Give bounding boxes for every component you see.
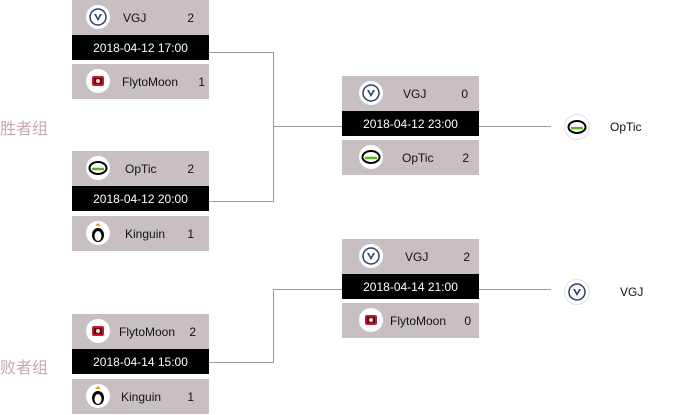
team-score: 0 (464, 313, 471, 328)
flytomoon-logo-icon (86, 319, 110, 343)
team-row: VGJ 2 (72, 0, 209, 35)
losers-group-label: 败者组 (0, 358, 49, 377)
team-name: Kinguin (121, 389, 162, 404)
team-name: VGJ (123, 10, 147, 25)
team-row: FlytoMoon 0 (342, 303, 479, 338)
connector (273, 52, 274, 202)
kinguin-logo-icon (86, 384, 110, 408)
match-card[interactable]: VGJ 2 2018-04-14 21:00 FlytoMoon 0 (342, 239, 479, 338)
team-row: OpTic 2 (72, 151, 209, 186)
match-card[interactable]: OpTic 2 2018-04-12 20:00 Kinguin 1 (72, 151, 209, 251)
team-row: Kinguin 1 (72, 379, 209, 414)
team-score: 2 (189, 324, 196, 339)
team-name: FlytoMoon (122, 74, 179, 89)
connector (273, 289, 342, 290)
team-name: OpTic (610, 120, 642, 134)
team-score: 1 (187, 389, 194, 404)
team-score: 0 (461, 86, 468, 101)
team-name: OpTic (125, 161, 157, 176)
team-score: 2 (187, 161, 194, 176)
team-row: FlytoMoon 1 (72, 64, 209, 99)
team-score: 2 (462, 150, 469, 165)
team-name: VGJ (405, 249, 429, 264)
team-name: FlytoMoon (390, 313, 447, 328)
kinguin-logo-icon (86, 221, 110, 245)
optic-logo-icon (359, 145, 383, 169)
lower-final-slot[interactable]: VGJ (564, 279, 643, 305)
match-datetime: 2018-04-12 23:00 (342, 111, 479, 136)
upper-final-slot[interactable]: OpTic (564, 114, 642, 140)
team-score: 2 (463, 249, 470, 264)
team-name: Kinguin (125, 226, 166, 241)
flytomoon-logo-icon (86, 69, 110, 93)
vgj-logo-icon (86, 5, 110, 29)
team-score: 2 (187, 10, 194, 25)
vgj-logo-icon (564, 279, 590, 305)
match-datetime: 2018-04-12 20:00 (72, 186, 209, 211)
match-card[interactable]: VGJ 2 2018-04-12 17:00 FlytoMoon 1 (72, 0, 209, 99)
team-name: FlytoMoon (119, 324, 176, 339)
team-name: VGJ (403, 86, 427, 101)
vgj-logo-icon (359, 81, 383, 105)
optic-logo-icon (86, 156, 110, 180)
vgj-logo-icon (359, 244, 383, 268)
team-name: VGJ (620, 285, 644, 299)
match-datetime: 2018-04-12 17:00 (72, 35, 209, 60)
winners-group-label: 胜者组 (0, 119, 49, 138)
team-score: 1 (187, 226, 194, 241)
connector (209, 52, 274, 53)
match-datetime: 2018-04-14 21:00 (342, 274, 479, 299)
match-card[interactable]: VGJ 0 2018-04-12 23:00 OpTic 2 (342, 76, 479, 175)
match-card[interactable]: FlytoMoon 2 2018-04-14 15:00 Kinguin 1 (72, 314, 209, 414)
team-row: OpTic 2 (342, 140, 479, 175)
optic-logo-icon (564, 114, 590, 140)
connector (273, 126, 342, 127)
team-row: VGJ 2 (342, 239, 479, 274)
team-row: Kinguin 1 (72, 216, 209, 251)
flytomoon-logo-icon (359, 308, 383, 332)
match-datetime: 2018-04-14 15:00 (72, 349, 209, 374)
team-score: 1 (198, 74, 205, 89)
connector (273, 289, 274, 363)
connector (479, 289, 551, 290)
team-row: VGJ 0 (342, 76, 479, 111)
connector (209, 362, 274, 363)
connector (479, 126, 551, 127)
connector (209, 201, 274, 202)
team-row: FlytoMoon 2 (72, 314, 209, 349)
team-name: OpTic (402, 150, 434, 165)
